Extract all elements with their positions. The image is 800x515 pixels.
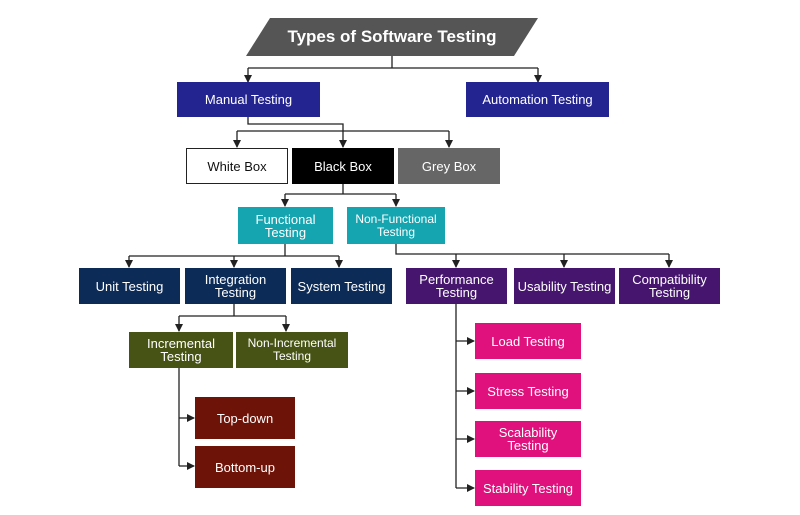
node-grey-box: Grey Box — [398, 148, 500, 184]
connector — [395, 244, 669, 255]
node-compatibility-testing: Compatibility Testing — [619, 268, 720, 304]
node-bottom-up: Bottom-up — [195, 446, 295, 488]
node-scalability-testing: Scalability Testing — [475, 421, 581, 457]
node-white-box: White Box — [186, 148, 288, 184]
node-load-testing: Load Testing — [475, 323, 581, 359]
node-usability-testing: Usability Testing — [514, 268, 615, 304]
node-stability-testing: Stability Testing — [475, 470, 581, 506]
node-manual-testing: Manual Testing — [177, 82, 320, 117]
diagram-title: Types of Software Testing — [246, 18, 538, 56]
node-automation-testing: Automation Testing — [466, 82, 609, 117]
node-performance-testing: Performance Testing — [406, 268, 507, 304]
node-system-testing: System Testing — [291, 268, 392, 304]
arrow-to-black-box — [247, 117, 347, 148]
node-black-box: Black Box — [292, 148, 394, 184]
node-stress-testing: Stress Testing — [475, 373, 581, 409]
node-integration-testing: Integration Testing — [185, 268, 286, 304]
node-non-incremental-testing: Non-Incremental Testing — [236, 332, 348, 368]
node-functional-testing: Functional Testing — [238, 207, 333, 244]
node-unit-testing: Unit Testing — [79, 268, 180, 304]
node-top-down: Top-down — [195, 397, 295, 439]
node-non-functional-testing: Non-Functional Testing — [347, 207, 445, 244]
node-incremental-testing: Incremental Testing — [129, 332, 233, 368]
